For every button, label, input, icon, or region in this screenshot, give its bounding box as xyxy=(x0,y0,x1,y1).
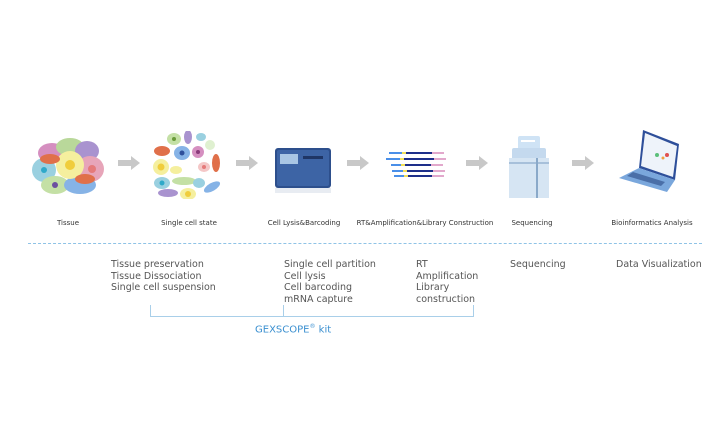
kit-bracket xyxy=(150,305,474,317)
arrow-right-icon xyxy=(347,156,369,170)
kit-label: GEXSCOPE® kit xyxy=(255,323,331,335)
detail-list-visualization: Data Visualization xyxy=(616,259,702,271)
detail-item: Library xyxy=(416,282,450,293)
detail-item: Single cell partition xyxy=(284,259,376,270)
step-label-tissue: Tissue xyxy=(56,219,80,227)
detail-item: Tissue preservation xyxy=(111,259,204,270)
detail-item: construction xyxy=(416,293,476,305)
detail-item: Cell barcoding xyxy=(284,282,353,293)
detail-item: Sequencing xyxy=(510,259,566,270)
registered-mark: ® xyxy=(309,323,316,330)
instrument-icon xyxy=(275,148,331,193)
kit-bracket-center-tick xyxy=(283,305,284,316)
sequencer-icon xyxy=(509,136,549,198)
detail-item: Cell lysis xyxy=(284,270,326,282)
dashed-divider xyxy=(28,243,702,244)
step-label-lysis-barcoding: Cell Lysis&Barcoding xyxy=(267,219,341,227)
step-label-library: RT&Amplification&Library Construction xyxy=(356,219,494,227)
detail-item: Data Visualization xyxy=(616,259,702,270)
arrow-right-icon xyxy=(572,156,594,170)
step-label-single-cell: Single cell state xyxy=(161,219,217,227)
detail-list-sequencing: Sequencing xyxy=(510,259,566,271)
arrow-right-icon xyxy=(466,156,488,170)
step-label-bioinformatics: Bioinformatics Analysis xyxy=(611,219,693,227)
arrow-right-icon xyxy=(118,156,140,170)
detail-item: Tissue Dissociation xyxy=(111,270,202,282)
detail-item: Single cell suspension xyxy=(111,282,216,293)
detail-list-library: RT Amplification Library construction xyxy=(416,259,478,305)
step-label-sequencing: Sequencing xyxy=(511,219,553,227)
detail-list-tissue: Tissue preservation Tissue Dissociation … xyxy=(111,259,216,294)
kit-name: GEXSCOPE xyxy=(255,324,310,336)
laptop-icon xyxy=(619,130,679,192)
dna-library-icon xyxy=(386,152,446,177)
detail-item: RT xyxy=(416,259,428,270)
arrow-right-icon xyxy=(236,156,258,170)
single-cells-icon xyxy=(153,131,221,199)
tissue-icon xyxy=(32,138,104,194)
detail-list-partition: Single cell partition Cell lysis Cell ba… xyxy=(284,259,376,305)
detail-item: Amplification xyxy=(416,270,479,282)
detail-item: mRNA capture xyxy=(284,293,353,305)
kit-suffix: kit xyxy=(315,324,332,336)
